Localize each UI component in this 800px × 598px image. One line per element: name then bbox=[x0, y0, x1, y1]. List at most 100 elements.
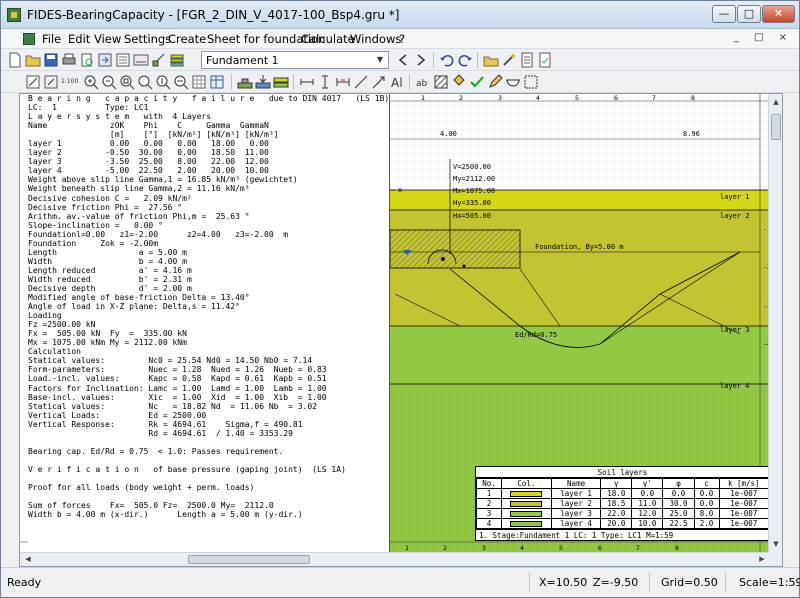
export-icon[interactable] bbox=[97, 52, 113, 68]
new-file-icon[interactable] bbox=[7, 52, 23, 68]
vertical-scrollbar[interactable]: ▲ ▼ bbox=[768, 94, 782, 552]
close-button[interactable]: ✕ bbox=[762, 5, 795, 23]
previous-foundation-icon[interactable] bbox=[395, 52, 411, 68]
foundation-icon[interactable] bbox=[237, 74, 253, 90]
status-z-coordinate: Z=-9.50 bbox=[593, 576, 639, 589]
scale-1-100-button[interactable]: 1:100 bbox=[61, 78, 79, 85]
failure-line bbox=[659, 293, 741, 335]
soil-cell-no: 1 bbox=[476, 488, 502, 499]
dimension-horizontal-icon[interactable] bbox=[299, 74, 315, 90]
report-line: B e a r i n g c a p a c i t y f a i l u … bbox=[28, 94, 390, 103]
edit-icon[interactable] bbox=[25, 74, 41, 90]
print-preview-icon[interactable] bbox=[79, 52, 95, 68]
undo-icon[interactable] bbox=[439, 52, 455, 68]
line-icon[interactable] bbox=[353, 74, 369, 90]
save-icon[interactable] bbox=[43, 52, 59, 68]
next-foundation-icon[interactable] bbox=[413, 52, 429, 68]
soil-cell-gamma-prime: 0.0 bbox=[631, 488, 664, 499]
menu-sheet-for-foundation[interactable]: Sheet for foundation bbox=[207, 32, 326, 46]
menu-edit[interactable]: Edit bbox=[68, 32, 91, 46]
zoom-extents-icon[interactable] bbox=[155, 74, 171, 90]
menu-file[interactable]: File bbox=[42, 32, 62, 46]
menu-view[interactable]: View bbox=[94, 32, 122, 46]
report-line: Slope-inclination = 0.00 ° bbox=[28, 220, 163, 230]
table-icon[interactable] bbox=[209, 74, 225, 90]
top-ruler-tick-label: 2 bbox=[459, 94, 463, 102]
report-line bbox=[28, 456, 389, 465]
bottom-ruler-tick-label: 1 bbox=[405, 544, 409, 552]
toolbar-separator bbox=[231, 74, 232, 90]
bkl-icon[interactable] bbox=[133, 52, 149, 68]
zoom-out-icon[interactable] bbox=[101, 74, 117, 90]
label-ab-icon[interactable]: ab bbox=[415, 74, 431, 90]
report-panel[interactable]: B e a r i n g c a p a c i t y f a i l u … bbox=[28, 94, 390, 552]
zoom-window-icon[interactable] bbox=[119, 74, 135, 90]
slip-circle-icon[interactable] bbox=[505, 74, 521, 90]
arrow-icon[interactable] bbox=[371, 74, 387, 90]
horizontal-scroll-thumb[interactable] bbox=[188, 555, 310, 564]
pan-icon[interactable] bbox=[173, 74, 189, 90]
mdi-window-controls[interactable]: _ □ × bbox=[733, 32, 793, 43]
top-ruler-tick-label: 7 bbox=[652, 94, 656, 102]
sky-area bbox=[390, 94, 770, 190]
grid-icon[interactable] bbox=[191, 74, 207, 90]
scrollbar-corner bbox=[768, 552, 782, 566]
zoom-in-icon[interactable] bbox=[83, 74, 99, 90]
report-line: Foundation Zok = -2.00m bbox=[28, 238, 159, 248]
check-icon[interactable] bbox=[469, 74, 485, 90]
scroll-left-icon[interactable]: ◀ bbox=[25, 555, 31, 563]
report-icon[interactable] bbox=[519, 52, 535, 68]
file-list-icon[interactable] bbox=[115, 52, 131, 68]
scroll-down-icon[interactable]: ▼ bbox=[773, 540, 779, 548]
x-axis-label: x bbox=[398, 186, 402, 194]
scroll-right-icon[interactable]: ▶ bbox=[759, 555, 765, 563]
bottom-ruler-tick-label: 5 bbox=[559, 544, 563, 552]
zoom-all-icon[interactable] bbox=[43, 74, 59, 90]
layers-icon[interactable] bbox=[169, 52, 185, 68]
dimension-aligned-icon[interactable] bbox=[335, 74, 351, 90]
drawing-icon[interactable] bbox=[151, 52, 167, 68]
open-folder-icon[interactable] bbox=[25, 52, 41, 68]
maximize-button[interactable]: □ bbox=[737, 5, 761, 23]
text-icon[interactable]: A bbox=[389, 74, 405, 90]
menu-windows[interactable]: Windows bbox=[350, 32, 402, 46]
soil-cell-c: 0.0 bbox=[693, 488, 720, 499]
fill-icon[interactable] bbox=[451, 74, 467, 90]
col-no-header: No. bbox=[476, 478, 502, 489]
soil-table-header: No. Col. Name γ γ' φ c k [m/s] bbox=[476, 478, 770, 489]
chevron-down-icon[interactable]: ▼ bbox=[376, 55, 384, 64]
report-line: Foundationl=0.00 z1=-2.00 z2=4.00 z3=-2.… bbox=[28, 229, 289, 239]
menu-calculate[interactable]: Calculate bbox=[301, 32, 355, 46]
soil-layer-icon[interactable] bbox=[273, 74, 289, 90]
foundation-select[interactable]: Fundament 1 ▼ bbox=[201, 51, 389, 69]
report-line: Fz =2500.00 kN bbox=[28, 320, 96, 330]
pen-icon[interactable] bbox=[487, 74, 503, 90]
report-line: Fx = 505.00 kN Fy = 335.00 kN bbox=[28, 329, 187, 339]
dimension-vertical-icon[interactable] bbox=[317, 74, 333, 90]
horizontal-scrollbar[interactable]: ◀ ▶ bbox=[20, 552, 770, 566]
hatch-icon[interactable] bbox=[433, 74, 449, 90]
wizard-icon[interactable] bbox=[501, 52, 517, 68]
load-icon[interactable] bbox=[255, 74, 271, 90]
calculate-icon[interactable] bbox=[483, 52, 499, 68]
load-label: Mx=1075.00 bbox=[453, 187, 495, 195]
layer-label: layer 4 bbox=[720, 382, 750, 390]
menu-settings[interactable]: Settings bbox=[124, 32, 172, 46]
soil-cell-name: layer 4 bbox=[550, 518, 602, 529]
report-line bbox=[28, 438, 389, 447]
document-check-icon[interactable] bbox=[537, 52, 553, 68]
zoom-previous-icon[interactable] bbox=[137, 74, 153, 90]
soil-cell-gamma-prime: 12.0 bbox=[631, 508, 664, 519]
redo-icon[interactable] bbox=[457, 52, 473, 68]
select-window-icon[interactable] bbox=[523, 74, 539, 90]
menu-create[interactable]: Create bbox=[168, 32, 207, 46]
minimize-button[interactable]: — bbox=[712, 5, 736, 23]
soil-cell-gamma: 18.5 bbox=[600, 498, 633, 509]
vertical-scroll-thumb[interactable] bbox=[771, 114, 781, 140]
scroll-up-icon[interactable]: ▲ bbox=[773, 98, 779, 106]
print-icon[interactable] bbox=[61, 52, 77, 68]
dimension-label: 4.00 bbox=[440, 130, 457, 138]
svg-text:ab: ab bbox=[416, 79, 428, 89]
menu-help[interactable]: ? bbox=[399, 32, 406, 46]
